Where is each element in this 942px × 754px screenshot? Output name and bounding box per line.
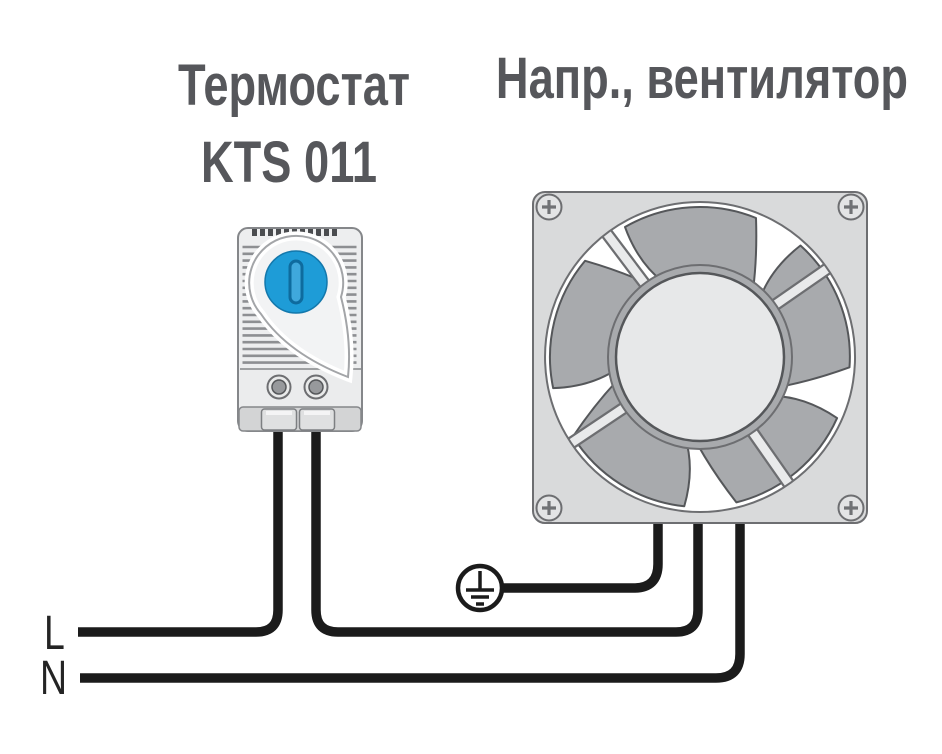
thermostat-title-line1: Термостат [177,53,411,118]
wire-neutral-to-fan [80,520,745,683]
wire-label-neutral: N [40,652,68,705]
thermostat-terminal-right [303,374,329,400]
phillips-screw-icon [837,494,865,522]
fan-frame [532,191,868,524]
fan-device [532,191,868,524]
fan-corner-screws [535,193,865,522]
phillips-screw-icon [535,193,563,221]
thermostat-dial-slot [288,259,304,305]
wire-label-line: L [44,607,65,660]
protective-earth-icon [455,563,505,613]
thermostat-title-line2: KTS 011 [200,130,378,195]
wire-ground-to-fan [502,520,663,593]
wire-line-to-thermostat [78,423,283,637]
phillips-screw-icon [837,193,865,221]
fan-title: Напр., вентилятор [495,46,909,111]
wires [78,423,745,683]
fan-hub [607,264,793,450]
thermostat-faceplate-outline [248,234,351,379]
wire-thermostat-to-fan [311,423,703,637]
thermostat-device [237,227,363,432]
phillips-screw-icon [535,494,563,522]
thermostat-terminal-left [266,374,292,400]
